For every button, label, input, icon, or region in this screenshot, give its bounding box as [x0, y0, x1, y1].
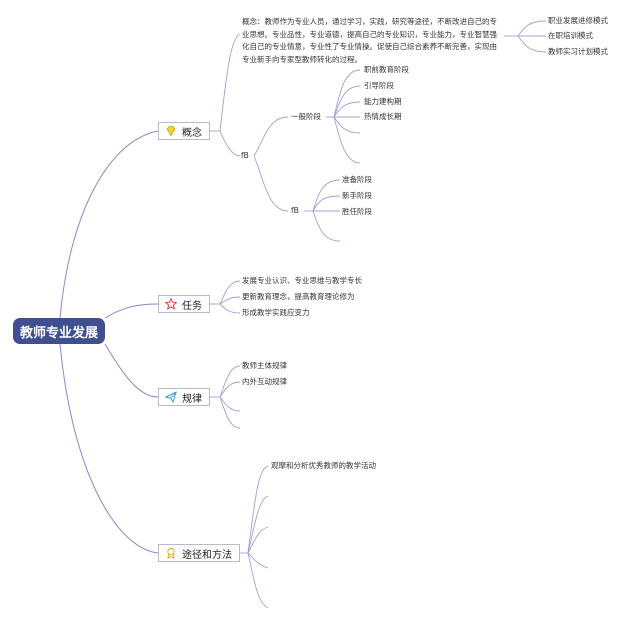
ribbon-icon — [165, 547, 177, 560]
edge-root-task — [104, 303, 159, 319]
edge-stages-general — [253, 116, 289, 157]
branch-methods-label: 途径和方法 — [182, 549, 232, 561]
branch-concept-label: 概念 — [182, 127, 202, 139]
edge-concept-definition — [219, 33, 241, 132]
branch-law[interactable]: 规律 — [158, 388, 210, 406]
definition-child: 在职培训模式 — [548, 31, 593, 40]
branch-law-label: 规律 — [182, 393, 202, 405]
stages-node: fB — [241, 151, 249, 160]
sub-stage-node: fB — [291, 206, 299, 215]
branch-methods[interactable]: 途径和方法 — [158, 544, 240, 562]
concept-definition: 概念：教师作为专业人员，通过学习，实践，研究等途径，不断改进自己的专业思想。专业… — [242, 17, 497, 64]
general-stage-item: 能力建构期 — [364, 97, 402, 106]
task-item: 更新教育理念，提高教育理论修为 — [242, 292, 355, 301]
sub-stage-item: 胜任阶段 — [342, 207, 372, 216]
branch-task-label: 任务 — [182, 300, 202, 312]
general-stage-item: 引导阶段 — [364, 81, 394, 90]
general-stage-node: 一般阶段 — [291, 112, 321, 121]
methods-item: 观摩和分析优秀教师的教学活动 — [271, 461, 376, 470]
paper-plane-icon — [164, 391, 177, 404]
edge-concept-stages — [219, 130, 241, 157]
task-item: 发展专业认识、专业思维与教学专长 — [242, 276, 362, 285]
law-item: 教师主体规律 — [242, 361, 287, 370]
star-icon — [164, 297, 178, 310]
general-stage-item: 热情成长期 — [364, 112, 402, 121]
edge-root-law — [104, 343, 159, 398]
task-item: 形成教学实践应变力 — [242, 308, 310, 317]
root-label: 教师专业发展 — [19, 325, 98, 341]
edge-stages-sub — [253, 155, 289, 212]
definition-child: 教师实习计划模式 — [548, 47, 608, 56]
edge-root-concept — [59, 130, 159, 319]
definition-child: 职业发展进修模式 — [548, 16, 608, 25]
branch-task[interactable]: 任务 — [158, 295, 210, 313]
general-stage-item: 职前教育阶段 — [364, 65, 409, 74]
sub-stage-item: 新手阶段 — [342, 191, 372, 200]
branch-concept[interactable]: 概念 — [158, 122, 210, 140]
sub-stage-item: 准备阶段 — [342, 175, 372, 184]
diamond-icon — [165, 125, 177, 137]
edge-root-methods — [59, 343, 159, 554]
law-item: 内外互动规律 — [242, 377, 287, 386]
root-node[interactable]: 教师专业发展 — [13, 318, 105, 344]
